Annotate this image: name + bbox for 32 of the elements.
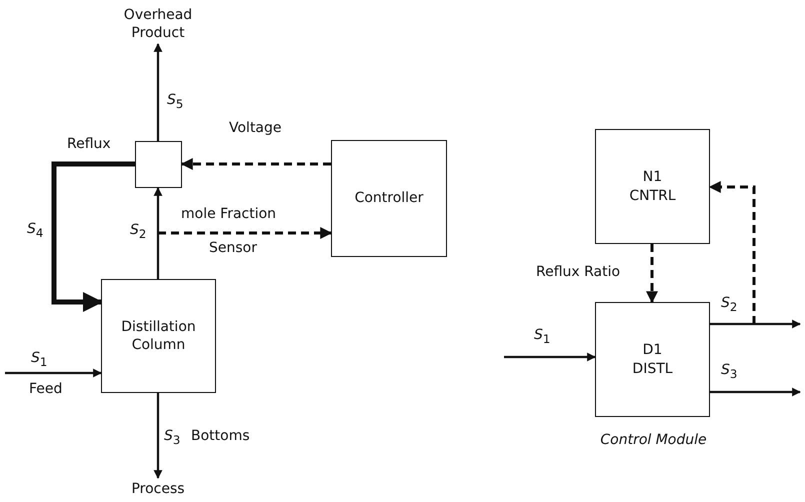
edge-label: S$_{3}$ <box>163 428 182 447</box>
node-label: D1 DISTL <box>631 341 674 378</box>
stream-arrow <box>504 352 596 362</box>
edge-label: S$_{1}$ <box>533 327 552 346</box>
stream-arrow <box>154 187 162 279</box>
stream-arrow <box>52 162 135 312</box>
stream-arrow <box>154 43 162 141</box>
edge-label: S$_{5}$ <box>166 92 184 111</box>
node-label: Distillation Column <box>120 318 197 354</box>
dashed-signal-arrow <box>158 227 332 239</box>
node-label: Overhead Product <box>122 6 194 42</box>
dashed-signal-arrow <box>708 181 756 324</box>
reflux-splitter-box <box>135 141 182 188</box>
edge-label: S$_{4}$ <box>26 221 44 240</box>
controller-box <box>595 129 710 244</box>
edge-label: S$_{1}$ <box>30 350 48 369</box>
dashed-signal-arrow <box>180 158 331 170</box>
stream-arrow <box>5 368 102 378</box>
dashed-signal-arrow <box>646 244 658 304</box>
distillation-module-box <box>595 302 710 417</box>
edge-label: S$_{3}$ <box>720 362 738 381</box>
edge-label: S$_{2}$ <box>720 295 738 314</box>
stream-arrow <box>710 388 801 396</box>
node-label: Controller <box>354 189 424 208</box>
node-label: Process <box>131 480 185 498</box>
edge-label: Voltage <box>228 120 283 137</box>
distillation-column-box <box>101 279 216 393</box>
stream-arrow <box>154 393 162 479</box>
stream-arrow <box>710 320 801 328</box>
edge-label: S$_{2}$ <box>129 222 148 241</box>
controller-box <box>331 140 447 257</box>
node-label: N1 CNTRL <box>628 168 677 205</box>
